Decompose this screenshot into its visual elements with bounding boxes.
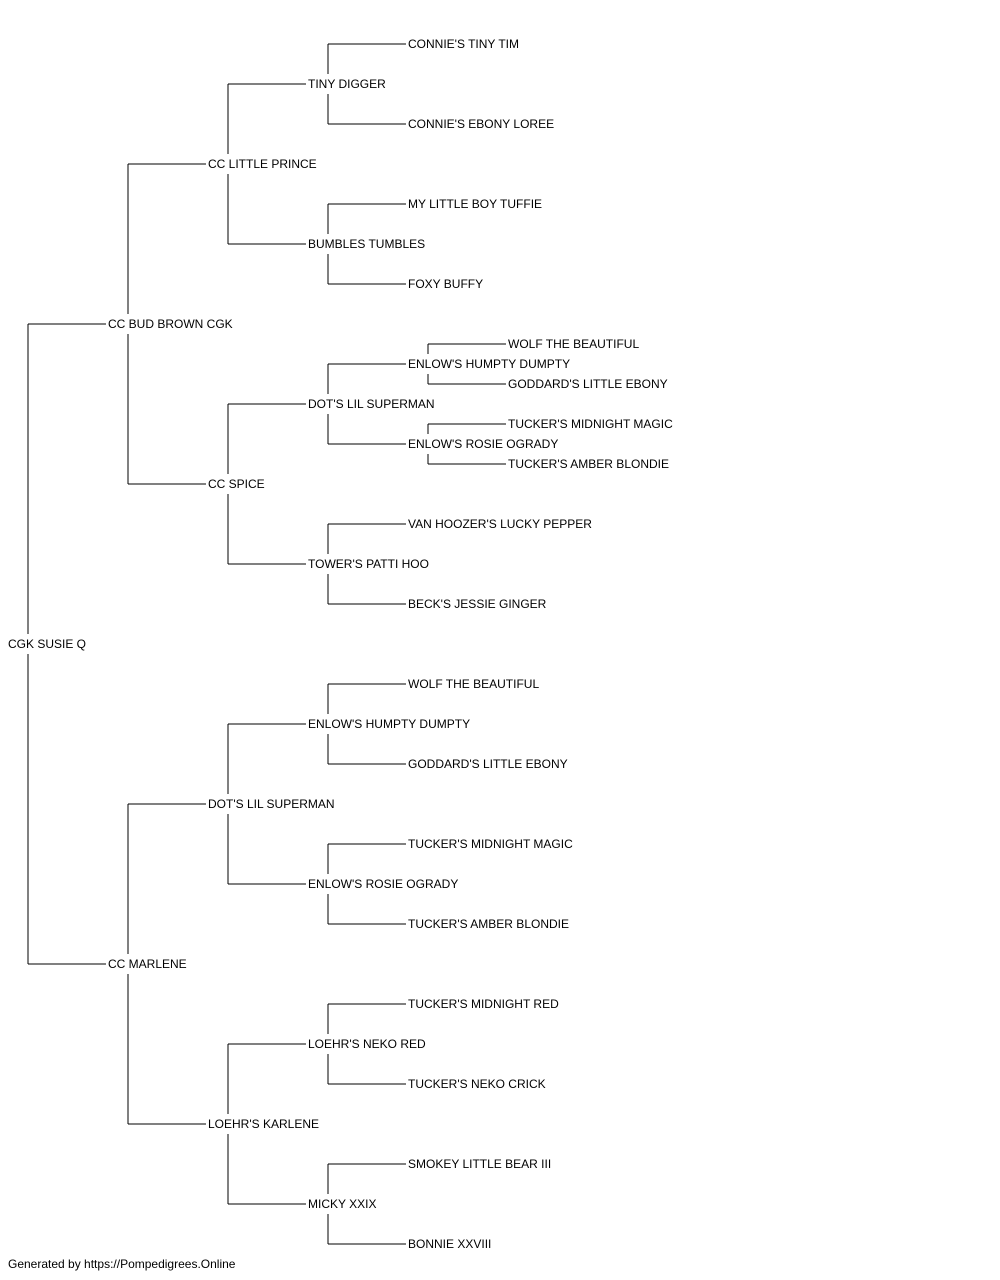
ancestor-name: TUCKER'S MIDNIGHT RED: [408, 997, 561, 1011]
ancestor-name: FOXY BUFFY: [408, 277, 486, 291]
ancestor-name: DOT'S LIL SUPERMAN: [308, 397, 437, 411]
ancestor-name: ENLOW'S HUMPTY DUMPTY: [408, 357, 573, 371]
ancestor-name: LOEHR'S KARLENE: [208, 1117, 321, 1131]
ancestor-name: ENLOW'S ROSIE OGRADY: [408, 437, 561, 451]
ancestor-name: GODDARD'S LITTLE EBONY: [508, 377, 670, 391]
ancestor-name: SMOKEY LITTLE BEAR III: [408, 1157, 554, 1171]
ancestor-name: GODDARD'S LITTLE EBONY: [408, 757, 570, 771]
ancestor-name: CC LITTLE PRINCE: [208, 157, 319, 171]
ancestor-name: DOT'S LIL SUPERMAN: [208, 797, 337, 811]
ancestor-name: TUCKER'S MIDNIGHT MAGIC: [508, 417, 675, 431]
ancestor-name: CC MARLENE: [108, 957, 189, 971]
ancestor-name: CONNIE'S TINY TIM: [408, 37, 521, 51]
ancestor-name: BUMBLES TUMBLES: [308, 237, 428, 251]
ancestor-name: TUCKER'S NEKO CRICK: [408, 1077, 548, 1091]
ancestor-name: WOLF THE BEAUTIFUL: [508, 337, 642, 351]
ancestor-name: WOLF THE BEAUTIFUL: [408, 677, 542, 691]
ancestor-name: CC BUD BROWN CGK: [108, 317, 235, 331]
ancestor-name: MICKY XXIX: [308, 1197, 379, 1211]
ancestor-name: CC SPICE: [208, 477, 267, 491]
ancestor-name: LOEHR'S NEKO RED: [308, 1037, 428, 1051]
ancestor-name: TINY DIGGER: [308, 77, 388, 91]
ancestor-name: ENLOW'S HUMPTY DUMPTY: [308, 717, 473, 731]
subject-name: CGK SUSIE Q: [8, 637, 89, 651]
ancestor-name: MY LITTLE BOY TUFFIE: [408, 197, 545, 211]
ancestor-name: TUCKER'S AMBER BLONDIE: [408, 917, 571, 931]
ancestor-name: BONNIE XXVIII: [408, 1237, 494, 1251]
ancestor-name: ENLOW'S ROSIE OGRADY: [308, 877, 461, 891]
ancestor-name: TOWER'S PATTI HOO: [308, 557, 431, 571]
generated-by-footer: Generated by https://Pompedigrees.Online: [8, 1257, 236, 1271]
ancestor-name: CONNIE'S EBONY LOREE: [408, 117, 557, 131]
ancestor-name: TUCKER'S MIDNIGHT MAGIC: [408, 837, 575, 851]
ancestor-name: VAN HOOZER'S LUCKY PEPPER: [408, 517, 594, 531]
ancestor-name: BECK'S JESSIE GINGER: [408, 597, 549, 611]
ancestor-name: TUCKER'S AMBER BLONDIE: [508, 457, 671, 471]
